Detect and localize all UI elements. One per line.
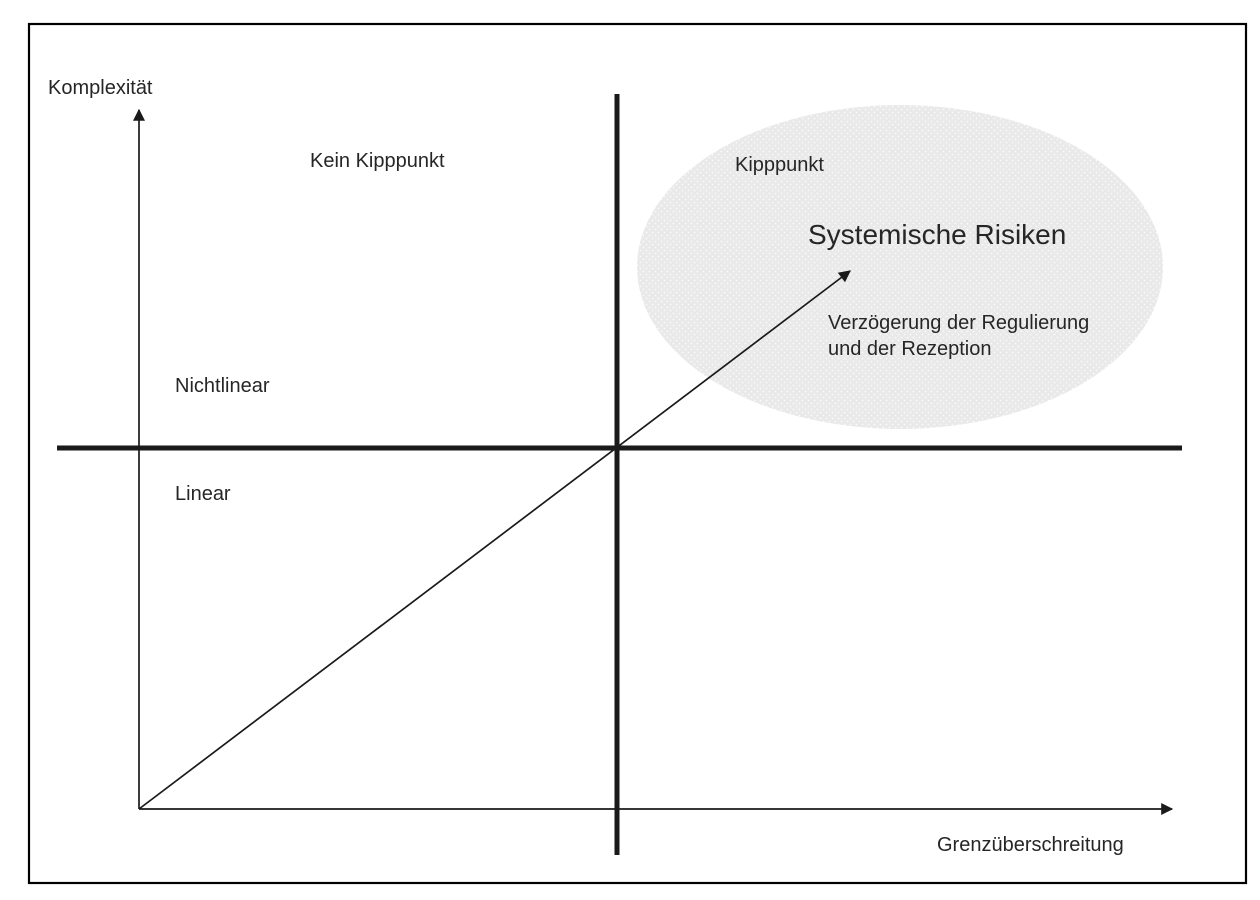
x-axis-label: Grenzüberschreitung <box>937 834 1124 856</box>
systemic-risks-ellipse <box>637 105 1163 429</box>
diagram-border <box>27 22 1248 885</box>
quadrant-label-linear: Linear <box>175 483 231 505</box>
y-axis-label: Komplexität <box>48 77 153 99</box>
ellipse-caption-line1: Verzögerung der Regulierung <box>828 312 1089 334</box>
quadrant-label-no-tipping-point: Kein Kipppunkt <box>310 150 445 172</box>
ellipse-title: Systemische Risiken <box>808 219 1066 250</box>
ellipse-caption-line2: und der Rezeption <box>828 338 991 360</box>
diagonal-trend-arrow <box>138 270 851 810</box>
quadrant-label-tipping-point: Kipppunkt <box>735 154 824 176</box>
quadrant-label-nonlinear: Nichtlinear <box>175 375 270 397</box>
